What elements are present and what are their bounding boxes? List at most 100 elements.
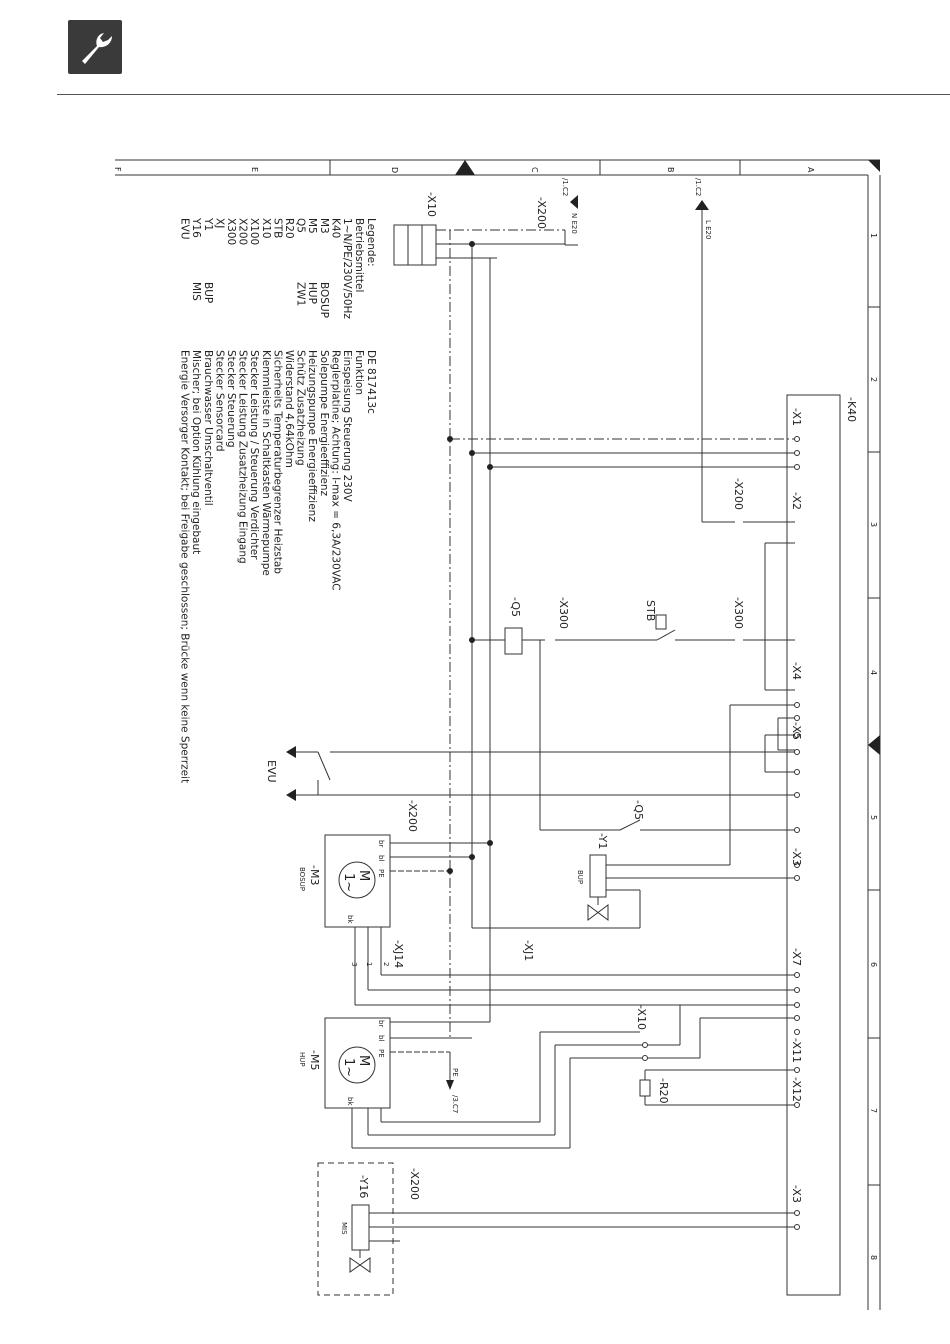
legend-row-item: Y16 xyxy=(190,217,202,238)
legend-row-desc: Stecker Leistung Zusatzheizung Eingang xyxy=(237,350,249,564)
ref-c2-b: /1.C2 xyxy=(694,178,702,196)
wire-pe-m5: PE xyxy=(377,1049,385,1058)
m5-motor-symbol: M xyxy=(356,1055,371,1066)
bup-label: BUP xyxy=(576,870,584,884)
legend-row-desc: Heizungspumpe Energieeffizienz xyxy=(306,350,318,522)
legend-row-item: X200 xyxy=(237,218,249,245)
x300-label-bottom: -X300 xyxy=(557,597,570,629)
legend-row-desc: Sicherheits Temperaturbegrenzer Heizstab xyxy=(271,350,283,574)
legend-row-item: 1~N/PE/230V/50Hz xyxy=(341,218,353,319)
frame-number-4: 4 xyxy=(869,670,878,675)
m3-label: -M3 xyxy=(308,865,321,885)
x12-label: -X12 xyxy=(790,1077,803,1102)
frame-number-1: 1 xyxy=(869,233,878,238)
frame-letter-f: F xyxy=(113,167,122,172)
pin-2: 2 xyxy=(382,962,390,966)
wire-br-m3: br xyxy=(377,840,385,847)
legend-row-desc: Stecker Sensorcard xyxy=(213,350,225,452)
x5-label: -X5 xyxy=(790,722,803,740)
x200-label-x2: -X200 xyxy=(732,478,745,510)
hup-label: HUP xyxy=(298,1052,306,1067)
frame-number-8: 8 xyxy=(869,1255,878,1260)
m5-motor-ac: 1~ xyxy=(341,1058,356,1077)
frame-letter-d: D xyxy=(390,167,399,173)
legend-row-desc: Stecker Steuerung xyxy=(225,350,237,447)
frame-number-5: 5 xyxy=(869,815,878,820)
x10-terminal-label: -X10 xyxy=(635,1005,648,1030)
legend-row-item: XJ xyxy=(213,218,225,228)
header-divider xyxy=(57,94,950,95)
y1-label: -Y1 xyxy=(596,833,609,849)
wire-br-m5: br xyxy=(377,1020,385,1027)
wire-bl-m5: bl xyxy=(377,1035,385,1041)
legend-subtitle: Betriebsmittel xyxy=(353,218,365,292)
frame-number-2: 2 xyxy=(869,377,878,382)
evu-label: EVU xyxy=(265,760,278,783)
m5-label: -M5 xyxy=(308,1050,321,1070)
legend-function-header: Funktion xyxy=(353,350,365,395)
legend-row-desc: Widerstand 4,64kOhm xyxy=(283,350,295,468)
k40-label: -K40 xyxy=(845,397,858,422)
ref-n-e20: N E20 xyxy=(570,213,578,234)
legend-row-item: M3 xyxy=(318,218,330,234)
m3-motor-ac: 1~ xyxy=(341,873,356,892)
r20-label: -R20 xyxy=(657,1078,670,1104)
legend-row-desc: Reglerplatine; Achtung: I-max = 6,3A/230… xyxy=(329,350,341,591)
x2-label: -X2 xyxy=(790,492,803,510)
pe-label: PE xyxy=(451,1068,459,1077)
frame-letter-b: B xyxy=(666,167,675,173)
x11-label: -X11 xyxy=(790,1038,803,1063)
legend-row-item: EVU xyxy=(179,218,191,240)
legend-row-desc: Einspeisung Steuerung 230V xyxy=(341,350,353,503)
bosup-label: BOSUP xyxy=(298,867,306,891)
pin-3: 3 xyxy=(350,962,358,966)
legend-doc-number: DE 817413c xyxy=(365,350,377,414)
legend-row-code: HUP xyxy=(306,282,318,304)
pin-1: 1 xyxy=(365,962,373,966)
x3-label-top: -X3 xyxy=(790,848,803,866)
wire-bl-m3: bl xyxy=(377,855,385,861)
xj1-label: -XJ1 xyxy=(522,940,535,961)
legend-row-desc: Brauchwasser Umschaltventil xyxy=(202,350,214,506)
legend-row-desc: Mischer; bei Option Kühlung eingebaut xyxy=(190,350,202,554)
x200-label-top: -X200 xyxy=(535,197,548,229)
xj14-label: -XJ14 xyxy=(392,940,405,968)
x4-label: -X4 xyxy=(790,662,803,680)
legend: Legende: Betriebsmittel DE 817413c Funkt… xyxy=(179,217,377,783)
legend-row-desc: Schütz Zusatzheizung xyxy=(295,350,307,466)
x300-label-top: -X300 xyxy=(732,597,745,629)
legend-row-code: MIS xyxy=(190,282,202,301)
wire-pe-m3: PE xyxy=(377,869,385,878)
q5-contact-label: -Q5 xyxy=(632,800,645,820)
frame-number-3: 3 xyxy=(869,522,878,527)
legend-row-item: X300 xyxy=(225,218,237,245)
q5-coil-label: -Q5 xyxy=(509,597,522,617)
legend-row-item: K40 xyxy=(329,218,341,238)
x200-label-y16: -X200 xyxy=(408,1168,421,1200)
wrench-icon xyxy=(68,20,122,74)
x10-label: -X10 xyxy=(425,192,438,217)
frame-number-7: 7 xyxy=(869,1108,878,1113)
legend-row-code: BOSUP xyxy=(318,282,330,318)
legend-title: Legende: xyxy=(365,218,377,267)
frame-letter-a: A xyxy=(806,167,815,173)
wire-bk-m3: bk xyxy=(346,915,354,924)
legend-row-item: M5 xyxy=(306,218,318,234)
stb-label: STB xyxy=(644,600,657,621)
legend-row-code: ZW1 xyxy=(295,282,307,306)
legend-row-item: X100 xyxy=(248,218,260,245)
ref-l-e20: L E20 xyxy=(704,220,712,239)
legend-row-item: Y1 xyxy=(202,217,214,231)
legend-row-desc: Klemmleiste in Schaltkasten Wärmepumpe xyxy=(260,350,272,576)
ref-c2-a: /1.C2 xyxy=(561,178,569,196)
frame-letter-e: E xyxy=(250,167,259,172)
legend-row-item: R20 xyxy=(283,218,295,239)
legend-row-desc: Solepumpe Energieeffizienz xyxy=(318,350,330,497)
legend-row-code: BUP xyxy=(202,282,214,303)
mis-label: MIS xyxy=(340,1222,348,1235)
frame-letter-c: C xyxy=(530,167,539,173)
legend-row-desc: Energie Versorger Kontakt; bei Freigabe … xyxy=(179,350,191,783)
x7-label: -X7 xyxy=(790,948,803,966)
wire-bk-m5: bk xyxy=(346,1097,354,1106)
